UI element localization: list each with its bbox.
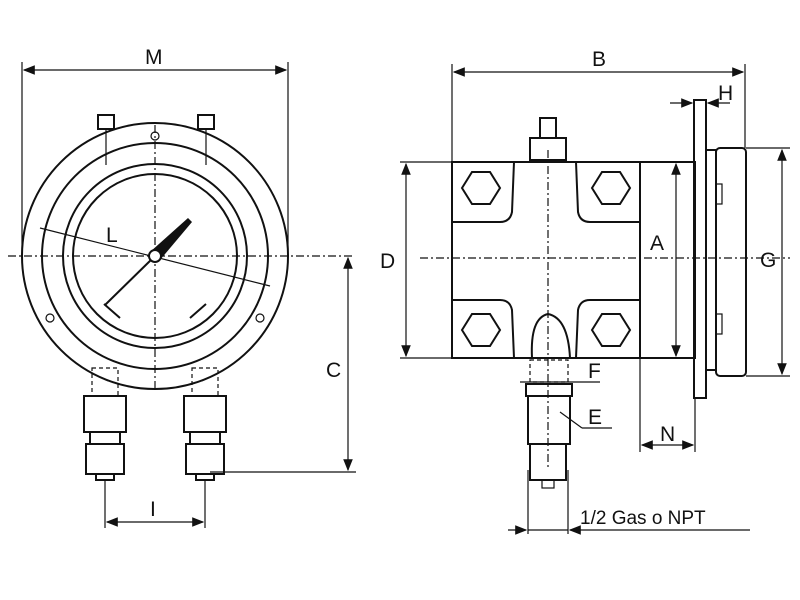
pointer bbox=[104, 255, 156, 306]
bezel bbox=[705, 149, 717, 371]
label-I: I bbox=[150, 498, 156, 521]
label-N: N bbox=[660, 423, 675, 446]
top-vent-screw bbox=[529, 117, 567, 161]
label-D: D bbox=[380, 250, 395, 273]
label-E: E bbox=[588, 406, 602, 429]
gauge-case bbox=[715, 147, 747, 377]
label-H: H bbox=[718, 82, 733, 105]
dial-face bbox=[72, 173, 238, 339]
fitting-right bbox=[183, 367, 227, 481]
top-screw-right bbox=[197, 114, 215, 165]
label-M: M bbox=[145, 46, 163, 69]
bottom-port bbox=[530, 312, 571, 359]
body-recesses bbox=[452, 161, 640, 359]
scale-ends bbox=[103, 303, 207, 319]
mounting-block bbox=[639, 161, 696, 359]
hex-bolts bbox=[460, 171, 632, 347]
dial-ring bbox=[62, 163, 248, 349]
side-view: B H D A G F E N 1/2 Gas o NPT bbox=[380, 48, 790, 535]
fitting-left bbox=[83, 367, 127, 481]
left-pin bbox=[45, 313, 55, 323]
label-A: A bbox=[650, 232, 664, 255]
front-view: M L C I bbox=[8, 46, 356, 528]
top-screw-left bbox=[97, 114, 115, 165]
top-pin bbox=[150, 131, 160, 141]
leader-E bbox=[559, 411, 583, 429]
label-L: L bbox=[106, 224, 118, 247]
pointer-hub bbox=[148, 249, 162, 263]
right-pin bbox=[255, 313, 265, 323]
bottom-fitting bbox=[525, 359, 573, 489]
label-C: C bbox=[326, 359, 341, 382]
sensor-body bbox=[451, 161, 641, 359]
pointer-tail bbox=[150, 218, 192, 260]
label-B: B bbox=[592, 48, 606, 71]
label-G: G bbox=[760, 249, 776, 272]
connection-note: 1/2 Gas o NPT bbox=[580, 508, 706, 529]
bezel-ring bbox=[41, 142, 269, 370]
label-F: F bbox=[588, 360, 601, 383]
